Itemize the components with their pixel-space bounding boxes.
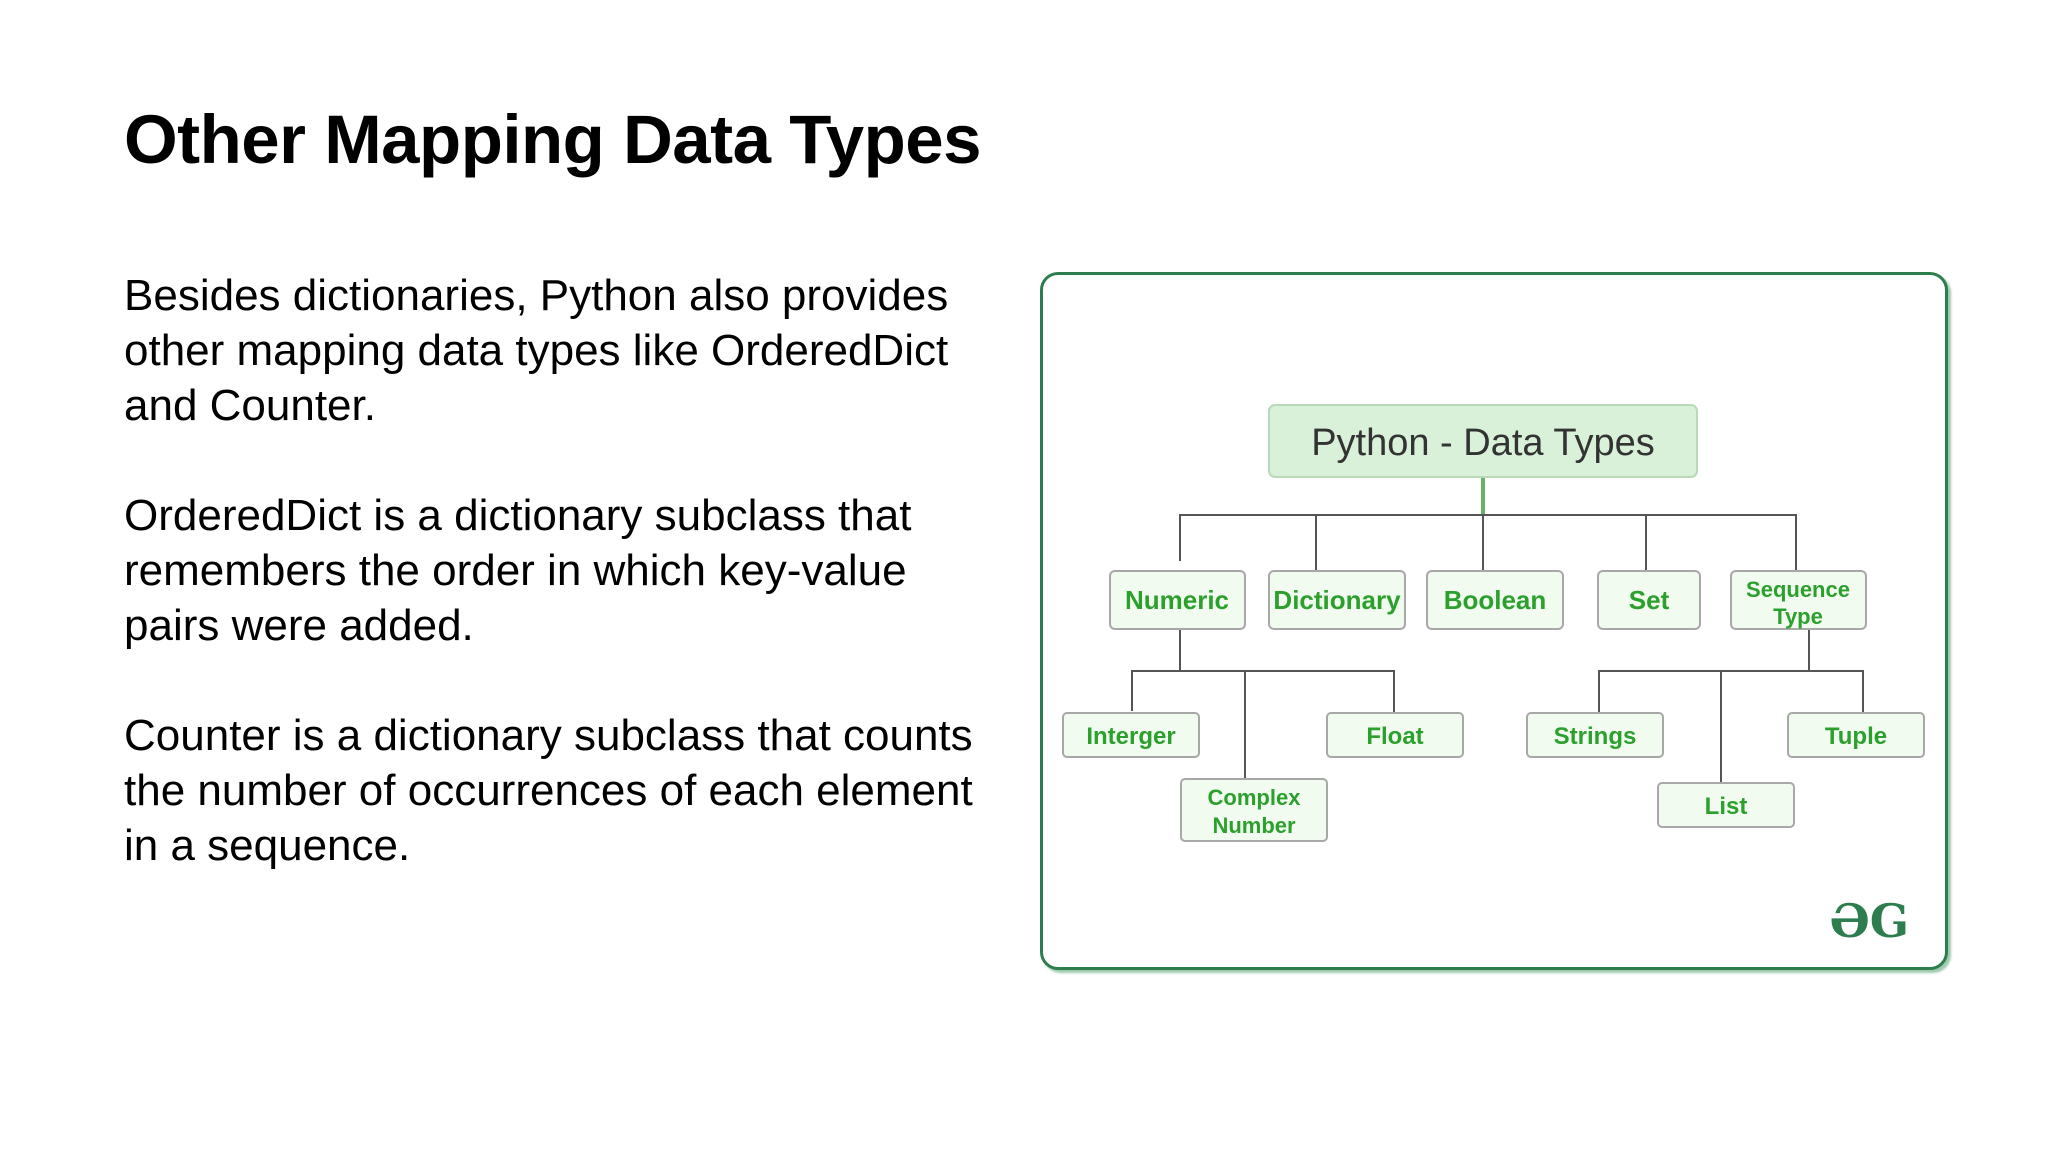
node-boolean: Boolean [1426, 570, 1564, 630]
node-label: Interger [1086, 723, 1175, 750]
node-set: Set [1597, 570, 1701, 630]
text-line: remembers the order in which key-value [124, 546, 907, 595]
slide-body: Besides dictionaries, Python also provid… [124, 268, 1024, 928]
paragraph-mapping-types: Besides dictionaries, Python also provid… [124, 268, 1024, 433]
paragraph-counter: Counter is a dictionary subclass that co… [124, 708, 1024, 873]
node-sequence-type: Sequence Type [1730, 570, 1867, 630]
text-line: pairs were added. [124, 601, 474, 650]
slide-title: Other Mapping Data Types [124, 101, 982, 178]
text-line: in a sequence. [124, 821, 411, 870]
node-label: Strings [1554, 723, 1637, 750]
node-integer: Interger [1062, 712, 1200, 758]
diagram-canvas: Python - Data Types Numeric Dictionary B… [1062, 404, 1925, 948]
node-label: Numeric [1125, 585, 1229, 615]
node-label: List [1705, 793, 1748, 820]
text-line: and Counter. [124, 381, 376, 430]
node-label: Sequence [1746, 577, 1850, 602]
node-label: Boolean [1444, 585, 1547, 615]
node-label: Float [1366, 723, 1423, 750]
root-label: Python - Data Types [1311, 422, 1655, 464]
text-line: OrderedDict is a dictionary subclass tha… [124, 491, 912, 540]
node-complex-number: Complex Number [1180, 778, 1328, 842]
text-line: Counter is a dictionary subclass that co… [124, 711, 973, 760]
data-types-diagram: Python - Data Types Numeric Dictionary B… [1040, 272, 1948, 970]
text-line: the number of occurrences of each elemen… [124, 766, 973, 815]
node-label: Complex [1208, 785, 1302, 810]
node-label: Type [1773, 604, 1823, 629]
root-node: Python - Data Types [1268, 404, 1698, 478]
connector-lines [1131, 477, 1864, 783]
node-label: Number [1212, 813, 1296, 838]
node-strings: Strings [1526, 712, 1664, 758]
node-float: Float [1326, 712, 1464, 758]
node-dictionary: Dictionary [1268, 570, 1406, 630]
node-list: List [1657, 782, 1795, 828]
node-label: Set [1629, 585, 1670, 615]
gfg-logo: ƏG [1830, 894, 1909, 948]
paragraph-ordereddict: OrderedDict is a dictionary subclass tha… [124, 488, 1024, 653]
node-label: Tuple [1825, 723, 1887, 750]
text-line: other mapping data types like OrderedDic… [124, 326, 949, 375]
node-label: Dictionary [1273, 585, 1401, 615]
text-line: Besides dictionaries, Python also provid… [124, 271, 949, 320]
node-tuple: Tuple [1787, 712, 1925, 758]
node-numeric: Numeric [1109, 570, 1246, 630]
